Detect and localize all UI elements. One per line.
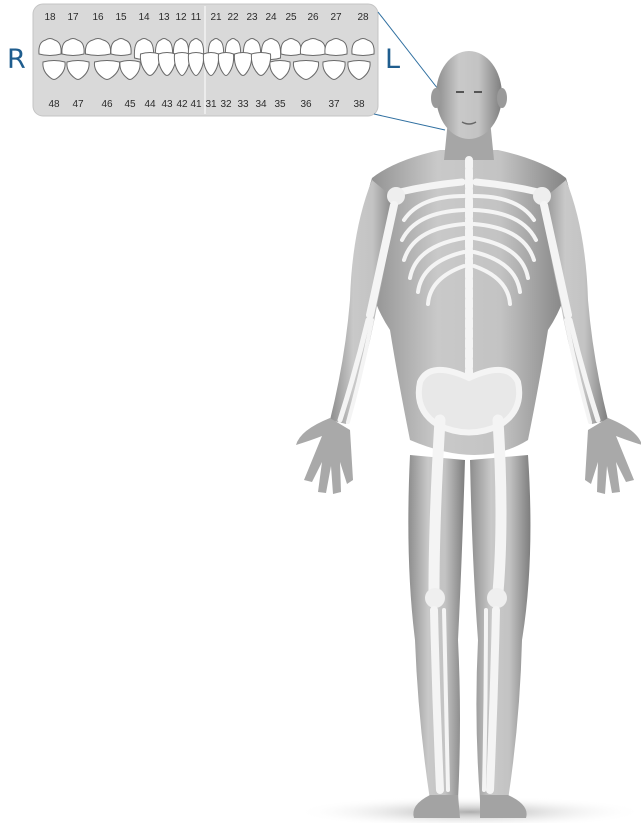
left-side-label: L: [385, 46, 400, 73]
upper-tooth-15: [111, 39, 131, 56]
tooth-number-28: 28: [357, 12, 368, 23]
tooth-number-21: 21: [210, 12, 221, 23]
tooth-number-16: 16: [92, 12, 103, 23]
tooth-number-13: 13: [158, 12, 169, 23]
tooth-number-26: 26: [307, 12, 318, 23]
tooth-number-48: 48: [48, 99, 59, 110]
tooth-number-32: 32: [220, 99, 231, 110]
upper-tooth-25: [281, 39, 301, 56]
tooth-number-11: 11: [191, 12, 201, 23]
tooth-number-41: 41: [190, 99, 201, 110]
tooth-number-12: 12: [175, 12, 186, 23]
tooth-number-37: 37: [328, 99, 339, 110]
tooth-number-34: 34: [255, 99, 266, 110]
floor-shadow: [295, 796, 641, 823]
tooth-number-35: 35: [274, 99, 285, 110]
right-side-label: R: [7, 46, 26, 73]
tooth-number-17: 17: [67, 12, 78, 23]
tooth-number-46: 46: [101, 99, 112, 110]
tooth-number-24: 24: [265, 12, 276, 23]
head: [436, 51, 502, 139]
tooth-number-33: 33: [237, 99, 248, 110]
tooth-number-27: 27: [330, 12, 341, 23]
tooth-number-44: 44: [144, 99, 155, 110]
tooth-number-18: 18: [44, 12, 55, 23]
tooth-number-45: 45: [124, 99, 135, 110]
tooth-number-47: 47: [72, 99, 83, 110]
tooth-number-25: 25: [285, 12, 296, 23]
tooth-number-23: 23: [246, 12, 257, 23]
tooth-number-38: 38: [353, 99, 364, 110]
tooth-number-42: 42: [176, 99, 187, 110]
tooth-number-15: 15: [115, 12, 126, 23]
tooth-number-36: 36: [300, 99, 311, 110]
tooth-number-14: 14: [138, 12, 149, 23]
tooth-number-31: 31: [205, 99, 216, 110]
tooth-number-43: 43: [161, 99, 172, 110]
tooth-number-22: 22: [227, 12, 238, 23]
connector-line-lower: [374, 114, 445, 130]
